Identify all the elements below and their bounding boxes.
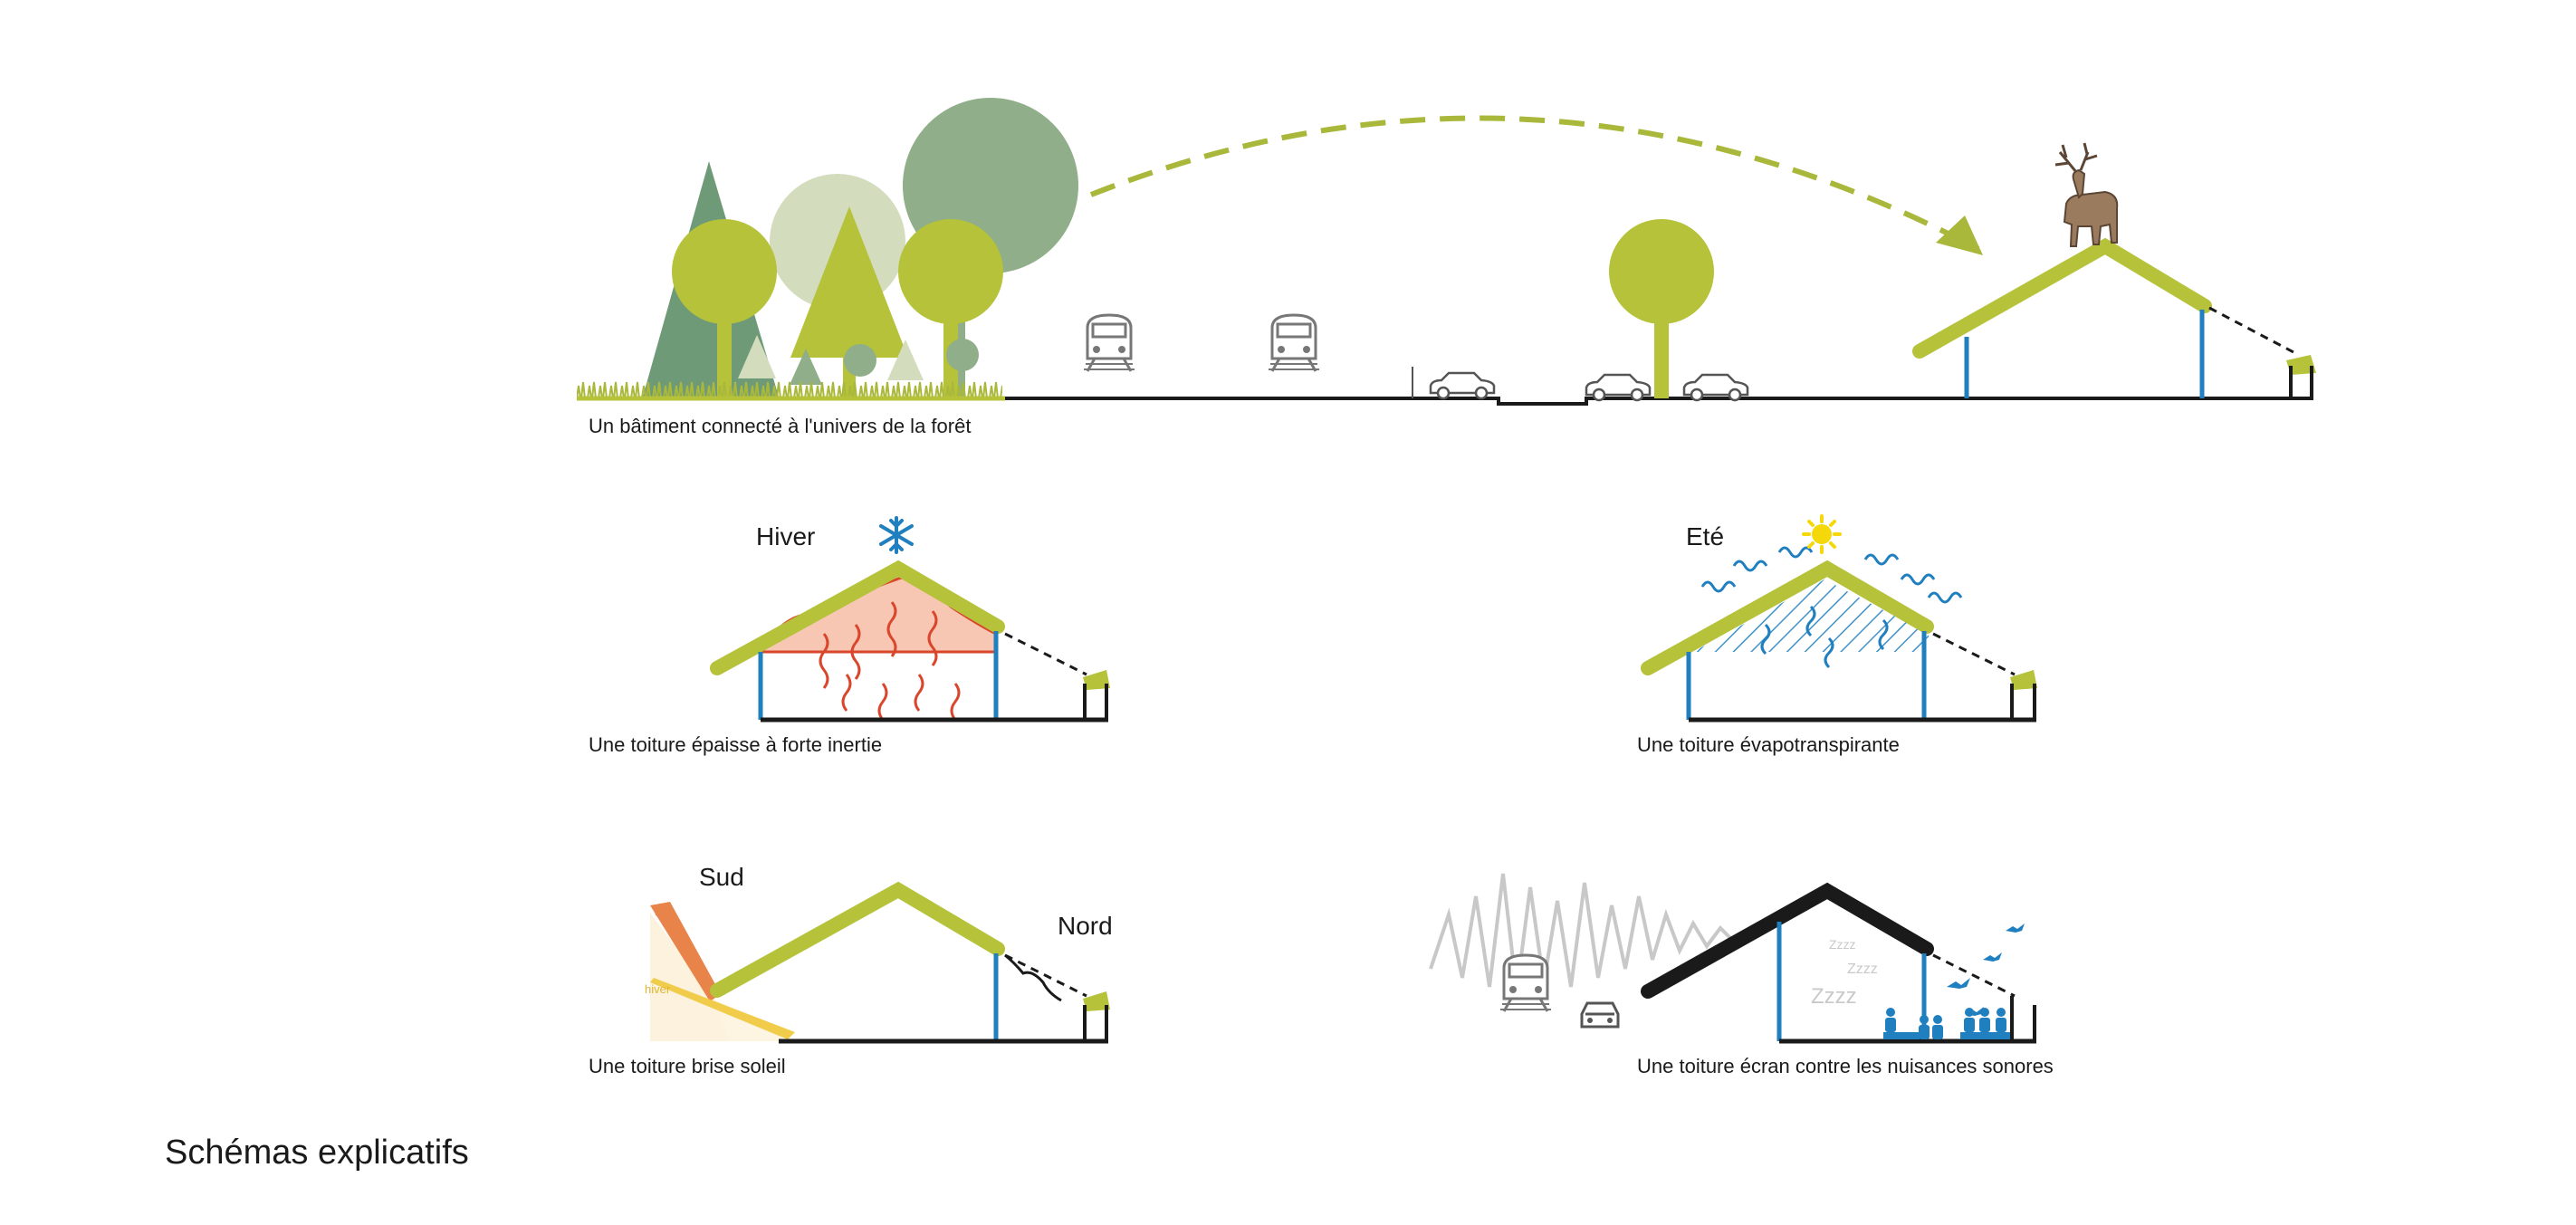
winter-caption: Une toiture épaisse à forte inertie: [589, 733, 882, 756]
noise-panel: Zzzz Zzzz Zzzz Une toiture écran contre …: [1429, 873, 2054, 1077]
arrow-head: [1936, 215, 1983, 255]
summer-sun-ray: [650, 902, 721, 1001]
winter-sun-ray: [650, 978, 795, 1039]
train-icon: [1082, 313, 1136, 373]
forest-panel: Un bâtiment connecté à l'univers de la f…: [577, 98, 2316, 437]
train-icon: [1499, 953, 1553, 1013]
sunshade-panel: Sud Nord été hiver Une toiture brise sol…: [589, 863, 1113, 1077]
green-roof-building: [1912, 237, 2316, 398]
person-icon: [1885, 1008, 1896, 1032]
sleep-label: Zzzz: [1847, 962, 1878, 977]
sunshade-caption: Une toiture brise soleil: [589, 1055, 786, 1077]
car-icon: [1580, 1001, 1620, 1029]
winter-sun-label: hiver: [645, 982, 671, 996]
car-icon: [1585, 373, 1652, 402]
summer-label: Eté: [1686, 522, 1724, 550]
noise-waves: [1429, 873, 1749, 992]
person-icon: [1919, 1015, 1930, 1039]
sleep-label: Zzzz: [1829, 937, 1856, 952]
forest-caption: Un bâtiment connecté à l'univers de la f…: [589, 415, 971, 437]
person-icon: [1932, 1015, 1943, 1039]
occupants: [1883, 1008, 2010, 1039]
screen-roof: [1641, 882, 1934, 999]
ground-line: [1005, 397, 2313, 406]
winter-label: Hiver: [756, 522, 815, 550]
grass-strip: [577, 380, 1002, 398]
evapotranspiration-waves: [1700, 546, 1963, 669]
car-icon: [1429, 371, 1496, 400]
sleep-label: Zzzz: [1811, 984, 1857, 1009]
north-label: Nord: [1058, 912, 1113, 940]
south-label: Sud: [699, 863, 744, 891]
roadside-tree: [1609, 219, 1714, 398]
summer-panel: Eté Une toiture évapotranspirante: [1637, 514, 2037, 756]
winter-panel: Hiver Une toiture épaisse à forte inerti…: [589, 516, 1110, 756]
snowflake-icon: [879, 516, 914, 554]
summer-sun-label: été: [655, 905, 671, 919]
deer-icon: [2054, 142, 2119, 247]
car-icon: [1682, 373, 1749, 402]
connection-arrow: [1089, 115, 1980, 252]
sun-icon: [1802, 514, 1842, 554]
noise-caption: Une toiture écran contre les nuisances s…: [1637, 1055, 2054, 1077]
summer-caption: Une toiture évapotranspirante: [1637, 733, 1900, 756]
page-title: Schémas explicatifs: [165, 1134, 469, 1172]
person-icon: [1996, 1008, 2006, 1032]
train-icon: [1267, 313, 1321, 373]
forest-trees: [643, 98, 1078, 398]
bird-icon: [1947, 924, 2025, 1016]
